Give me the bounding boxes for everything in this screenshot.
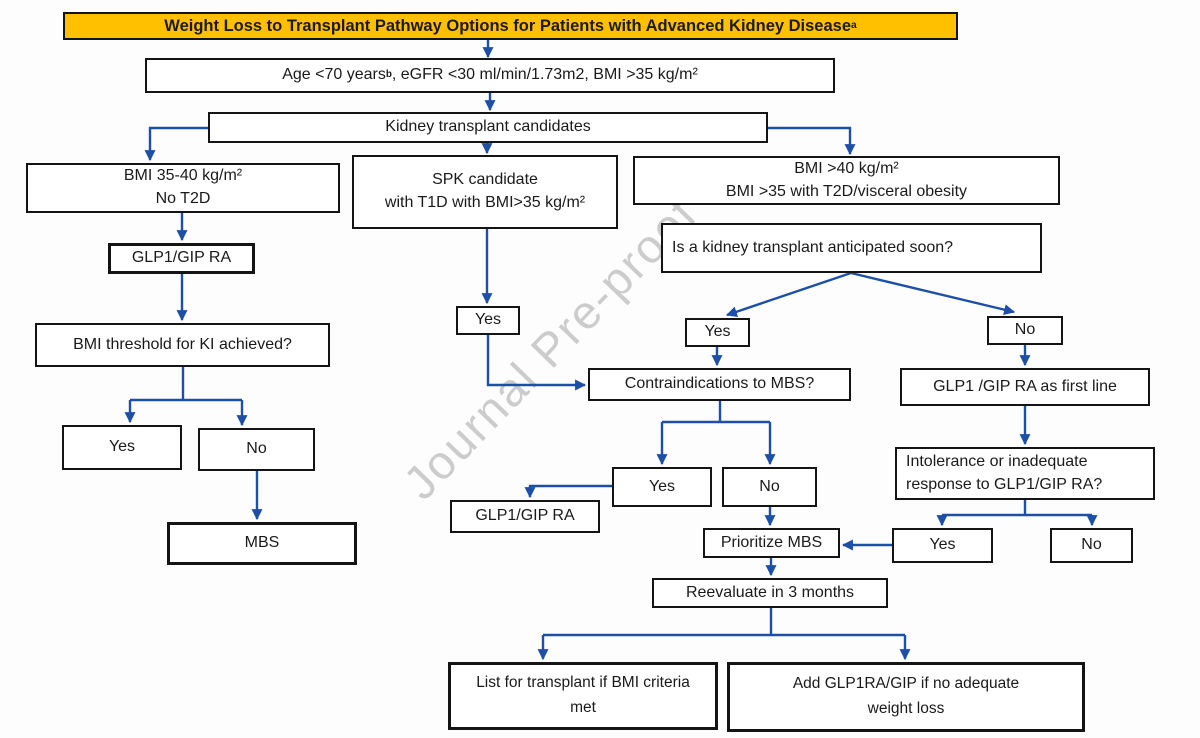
- node-yes-kt-soon: Yes: [685, 318, 750, 347]
- connector-ktsoon-to-yes: [725, 271, 852, 318]
- node-yes-intolerance: Yes: [892, 528, 993, 563]
- node-no-kt-soon: No: [987, 316, 1063, 345]
- node-transplant-anticipated-question: Is a kidney transplant anticipated soon?: [661, 223, 1042, 273]
- node-list-for-transplant: List for transplant if BMI criteria met: [448, 662, 718, 730]
- node-no-ki-achieved: No: [198, 428, 315, 471]
- age-text-pre: Age <70 years: [282, 66, 386, 84]
- connector-yes-to-glp1mid: [524, 484, 612, 499]
- node-add-glp1ra-gip: Add GLP1RA/GIP if no adequate weight los…: [727, 662, 1085, 732]
- node-kidney-transplant-candidates: Kidney transplant candidates: [208, 112, 768, 143]
- node-spk-candidate: SPK candidate with T1D with BMI>35 kg/m²: [352, 155, 618, 229]
- node-glp1-gip-ra-mid: GLP1/GIP RA: [450, 500, 600, 533]
- node-contraindications-question: Contraindications to MBS?: [588, 368, 851, 401]
- title-text: Weight Loss to Transplant Pathway Option…: [164, 16, 852, 35]
- connector-ktsoon-to-no: [850, 271, 1016, 316]
- node-reevaluate-3-months: Reevaluate in 3 months: [652, 578, 888, 608]
- node-glp1-gip-ra-first-line: GLP1 /GIP RA as first line: [900, 368, 1150, 406]
- node-yes-contraindications: Yes: [612, 467, 712, 507]
- connector-candidates-to-bmi40: [768, 126, 856, 156]
- title-banner: Weight Loss to Transplant Pathway Option…: [63, 12, 958, 40]
- node-no-contraindications: No: [722, 467, 817, 507]
- junction-reevaluate-split: [543, 608, 905, 637]
- node-mbs: MBS: [167, 522, 357, 565]
- junction-intolerance-split: [942, 500, 1092, 517]
- node-yes-spk: Yes: [456, 306, 520, 335]
- junction-contraindications-split: [662, 401, 770, 424]
- age-superscript: b: [385, 69, 392, 81]
- node-yes-ki-achieved: Yes: [62, 425, 182, 470]
- node-bmi-threshold-question: BMI threshold for KI achieved?: [35, 323, 330, 367]
- node-bmi-35-40-no-t2d: BMI 35-40 kg/m² No T2D: [26, 163, 340, 213]
- connector-candidates-to-bmi3540: [144, 126, 208, 162]
- node-no-intolerance: No: [1050, 528, 1133, 563]
- node-prioritize-mbs: Prioritize MBS: [703, 528, 840, 558]
- node-intolerance-question: Intolerance or inadequate response to GL…: [895, 447, 1155, 500]
- junction-threshold-split: [130, 367, 242, 402]
- title-superscript: a: [851, 20, 857, 32]
- age-text-post: , eGFR <30 ml/min/1.73m2, BMI >35 kg/m²: [391, 66, 698, 84]
- node-glp1-gip-ra-left: GLP1/GIP RA: [108, 243, 255, 274]
- node-bmi-over-40: BMI >40 kg/m² BMI >35 with T2D/visceral …: [633, 156, 1060, 205]
